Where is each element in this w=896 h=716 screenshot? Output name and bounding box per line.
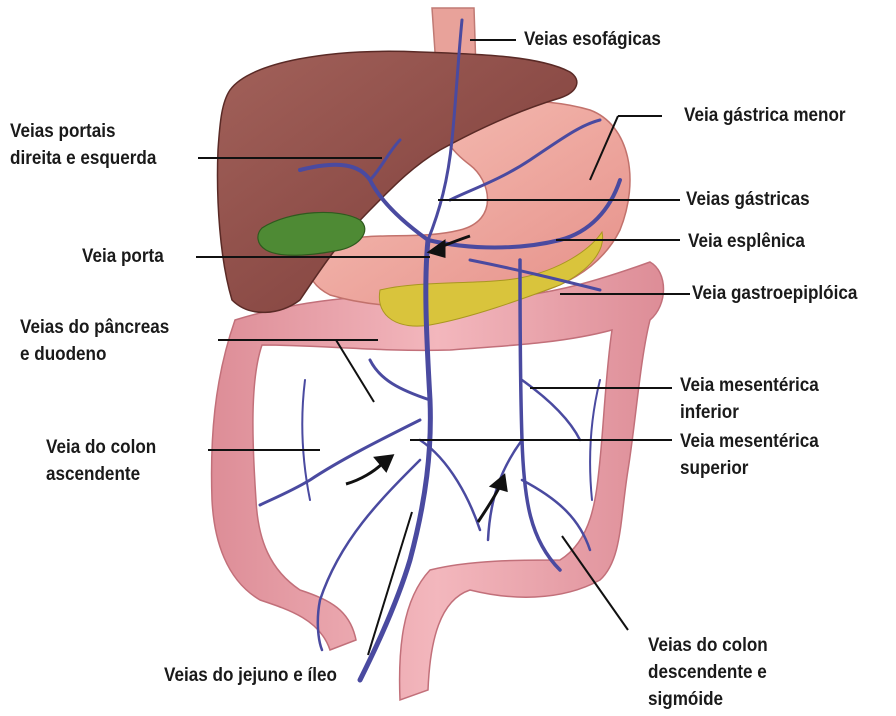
colon [212,262,664,700]
label-colon-ascendente-line2: ascendente [46,461,140,488]
label-veia-porta: Veia porta [82,243,164,270]
label-veia-esplenica: Veia esplênica [688,228,805,255]
label-veias-portais-line1: Veias portais [10,118,116,145]
label-mesenterica-inferior-line1: Veia mesentérica [680,372,819,399]
label-colon-descendente-line3: sigmóide [648,686,723,713]
label-veias-pancreas-line2: e duodeno [20,341,106,368]
label-veias-jejuno-ileo: Veias do jejuno e íleo [164,662,337,689]
label-colon-ascendente-line1: Veia do colon [46,434,156,461]
label-mesenterica-superior-line2: superior [680,455,748,482]
label-mesenterica-superior-line1: Veia mesentérica [680,428,819,455]
label-colon-descendente-line2: descendente e [648,659,767,686]
label-veias-portais-line2: direita e esquerda [10,145,156,172]
label-veias-esofagicas: Veias esofágicas [524,26,661,53]
label-mesenterica-inferior-line2: inferior [680,399,739,426]
label-veias-pancreas-line1: Veias do pâncreas [20,314,169,341]
label-veia-gastrica-menor: Veia gástrica menor [684,102,846,129]
label-veias-gastricas: Veias gástricas [686,186,810,213]
label-veia-gastroepiploica: Veia gastroepiplóica [692,280,857,307]
label-colon-descendente-line1: Veias do colon [648,632,768,659]
